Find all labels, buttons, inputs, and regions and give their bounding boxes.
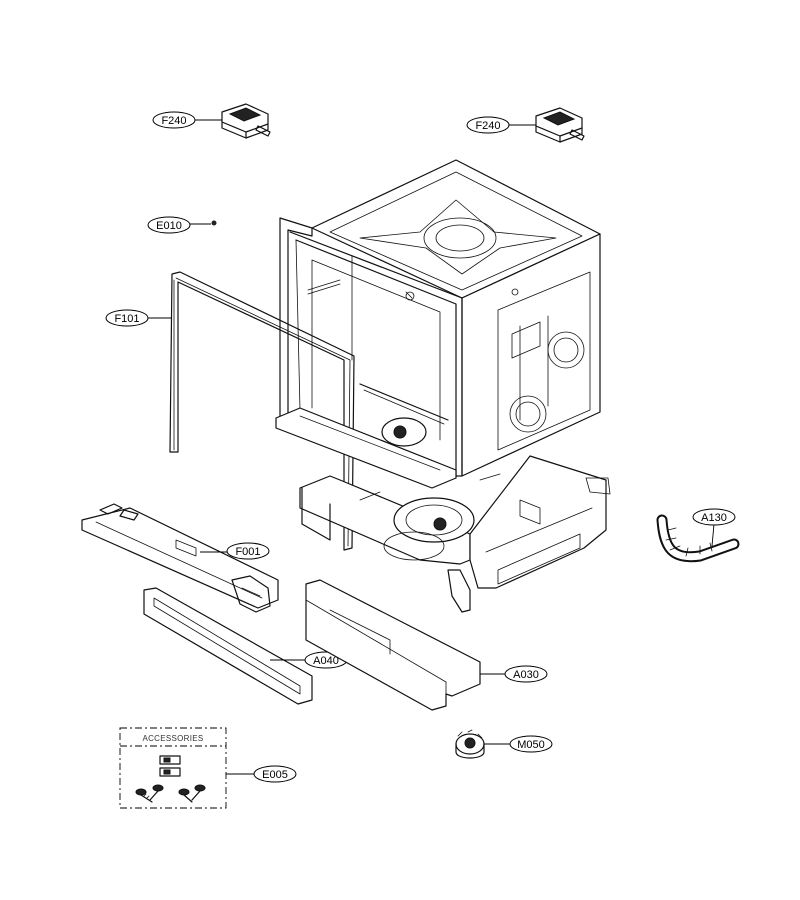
label-text: F240 — [161, 115, 186, 127]
label-text: A040 — [313, 655, 339, 667]
label-text: A130 — [701, 512, 727, 524]
screw-icon — [149, 784, 164, 801]
part-a130-hose — [656, 514, 740, 563]
label-f240-right: F240 — [466, 116, 536, 134]
label-text: E010 — [156, 220, 182, 232]
label-a030: A030 — [480, 665, 548, 683]
part-m050-motor — [455, 729, 485, 759]
part-f001-bracket — [81, 503, 279, 613]
label-f240-left: F240 — [152, 111, 222, 129]
label-e005: E005 — [226, 765, 297, 783]
label-text: A030 — [513, 669, 539, 681]
screw-icon — [135, 788, 153, 803]
label-f101: F101 — [105, 309, 172, 327]
accessories-title: ACCESSORIES — [142, 734, 203, 743]
label-f001: F001 — [200, 542, 270, 560]
screw-icon — [191, 784, 206, 801]
accessories-box: ACCESSORIES — [119, 727, 227, 809]
part-f240-left-bracket — [221, 103, 271, 139]
part-tub-assembly — [275, 159, 601, 489]
label-text: E005 — [262, 769, 288, 781]
part-a040-strip — [143, 587, 313, 705]
label-text: M050 — [517, 739, 545, 751]
part-e010-screw — [211, 220, 217, 226]
label-m050: M050 — [484, 735, 553, 753]
part-base-sump — [299, 455, 611, 613]
label-text: F001 — [235, 546, 260, 558]
part-a030-pad — [305, 579, 481, 711]
part-f240-right-bracket — [535, 107, 585, 143]
label-a130: A130 — [692, 508, 736, 547]
label-e010: E010 — [147, 216, 211, 234]
screw-icon — [178, 788, 193, 803]
label-text: F101 — [114, 313, 139, 325]
label-text: F240 — [475, 120, 500, 132]
